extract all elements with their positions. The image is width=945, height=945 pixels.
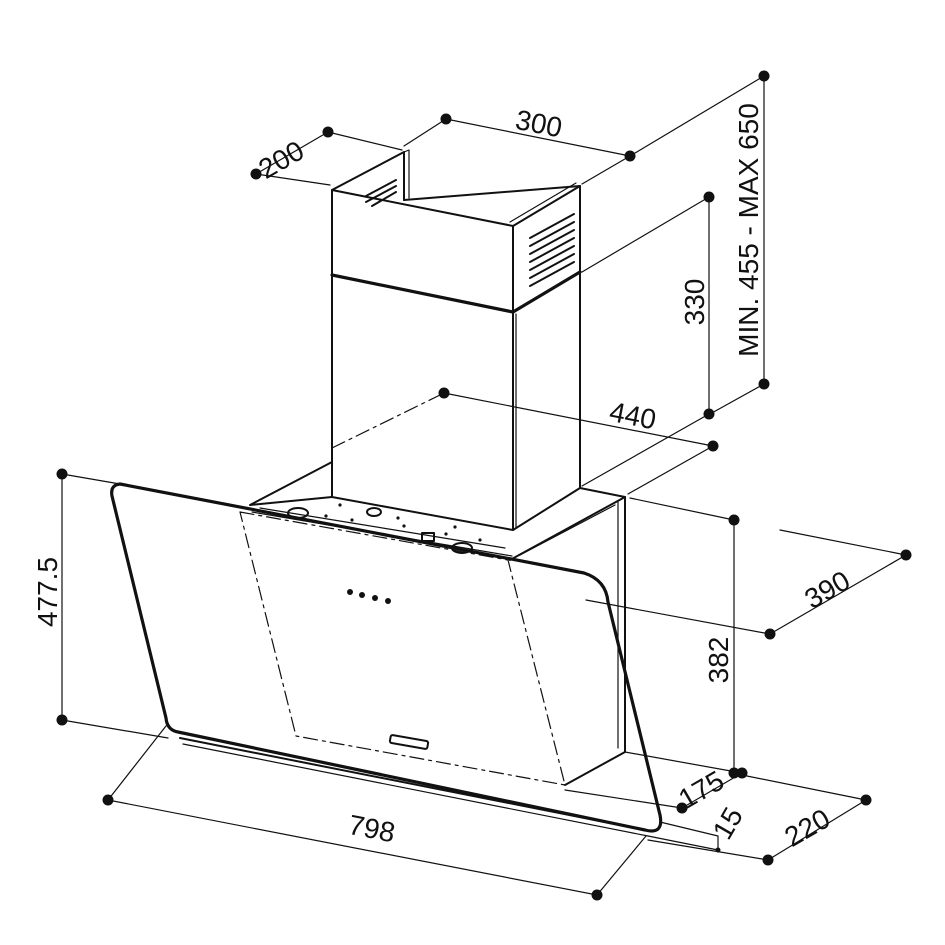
hood-body bbox=[249, 461, 626, 786]
dim-body-width: 440 bbox=[607, 396, 659, 435]
upper-vent-grille bbox=[365, 179, 575, 287]
dim-chimney-depth: 200 bbox=[253, 135, 309, 185]
dim-glass-height: 477.5 bbox=[32, 557, 63, 627]
control-buttons bbox=[347, 589, 391, 604]
dim-chimney-upper-height: MIN. 455 - MAX 650 bbox=[733, 103, 764, 357]
chimney-lower bbox=[330, 270, 582, 531]
dim-glass-thickness: 15 bbox=[707, 802, 749, 844]
dimension-lines bbox=[56, 70, 912, 901]
dimension-labels: 200 300 MIN. 455 - MAX 650 330 440 390 3… bbox=[32, 103, 855, 853]
dim-body-height: 382 bbox=[703, 637, 734, 684]
grease-filter-handle bbox=[388, 734, 430, 750]
dim-chimney-width: 300 bbox=[513, 104, 565, 143]
screw-holes bbox=[324, 503, 482, 542]
chimney-upper bbox=[331, 149, 581, 313]
glass-panel bbox=[110, 482, 663, 837]
dim-glass-width: 798 bbox=[346, 809, 398, 848]
dim-body-depth: 390 bbox=[799, 565, 855, 615]
dim-chimney-lower-height: 330 bbox=[679, 279, 710, 326]
dim-total-depth: 220 bbox=[779, 803, 835, 853]
